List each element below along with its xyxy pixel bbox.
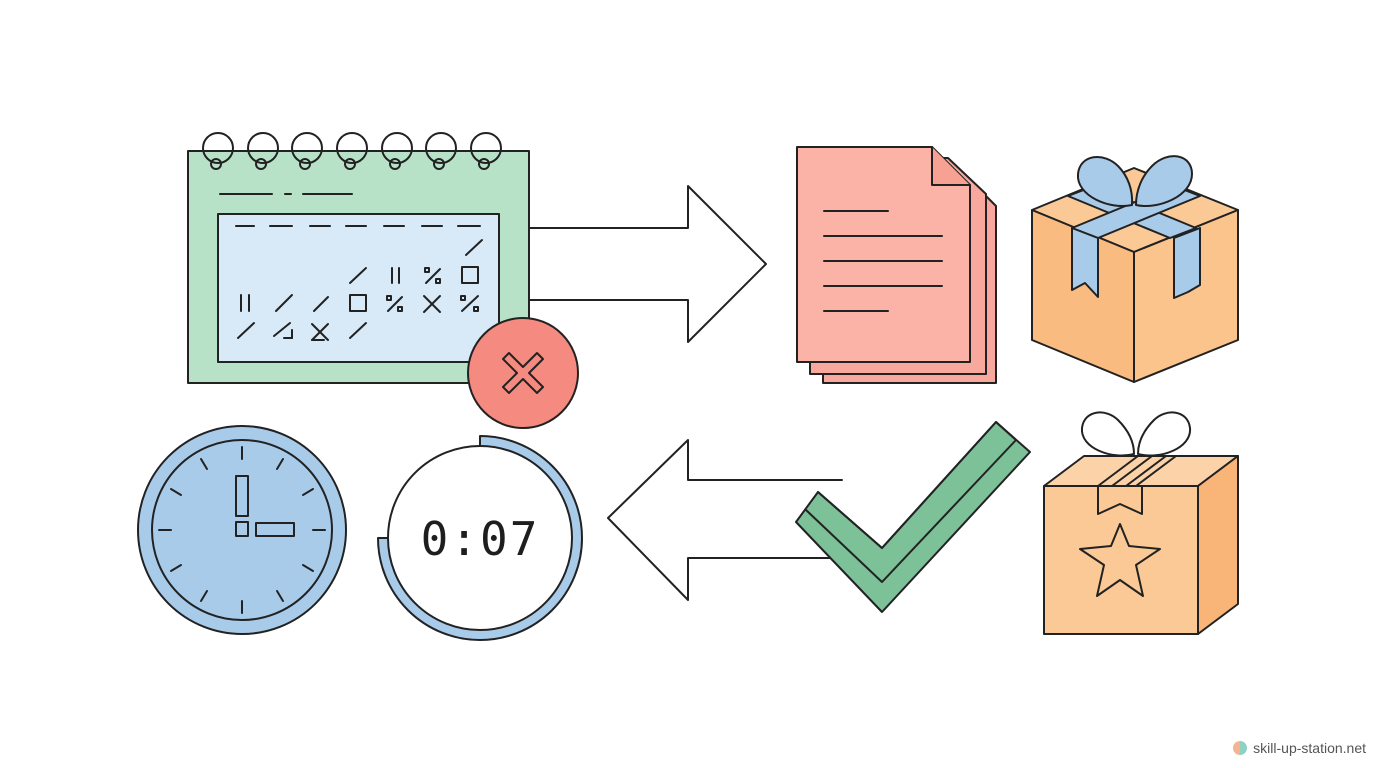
- documents-icon: [796, 146, 997, 384]
- star-gift-box-icon: [1043, 411, 1239, 635]
- brand-logo-icon: [1233, 741, 1248, 755]
- clock-icon: [137, 425, 347, 635]
- watermark: skill-up-station.net: [1233, 740, 1366, 756]
- arrow-right-icon: [529, 185, 767, 343]
- checkmark-icon: [795, 421, 1031, 613]
- watermark-text: skill-up-station.net: [1253, 740, 1366, 756]
- calendar-icon: [187, 132, 530, 384]
- timer-display: 0:07: [421, 512, 540, 566]
- cancel-icon: [467, 317, 579, 429]
- arrow-left-icon: [607, 439, 843, 601]
- gift-box-icon: [1031, 155, 1239, 383]
- countdown-timer-icon: 0:07: [377, 435, 583, 641]
